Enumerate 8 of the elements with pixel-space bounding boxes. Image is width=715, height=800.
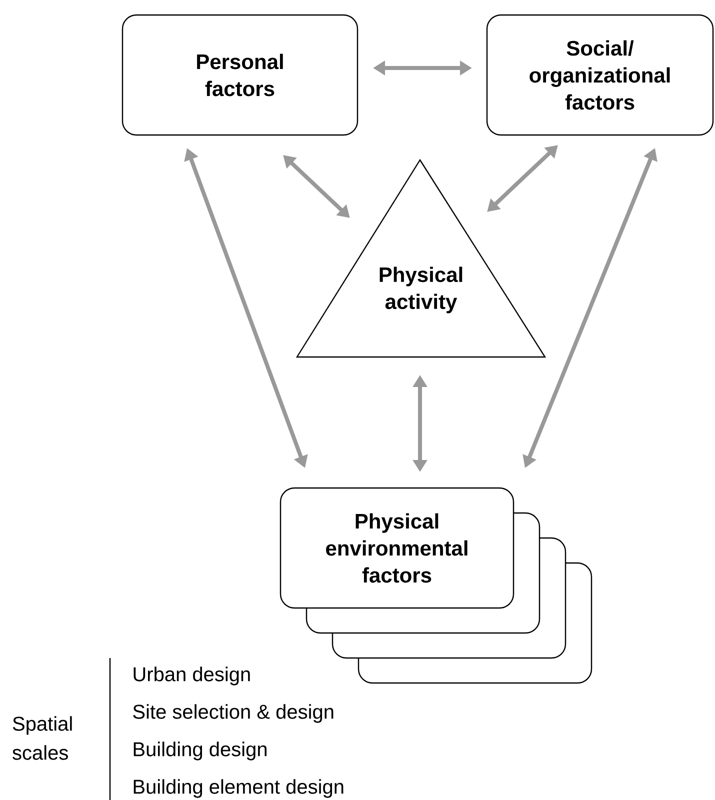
factor-box: Personal factors	[122, 14, 358, 136]
scale-item: Urban design	[134, 666, 250, 686]
scale-item: Building element design	[134, 779, 344, 798]
scale-item: Building design	[134, 742, 266, 760]
stacked-card-box: Physical environmental factors	[280, 487, 592, 684]
factor-box: Social/ organizational factors	[486, 14, 714, 136]
scale-item: Site selection & design	[133, 704, 334, 723]
scale-heading: Spatial scales	[12, 716, 72, 760]
